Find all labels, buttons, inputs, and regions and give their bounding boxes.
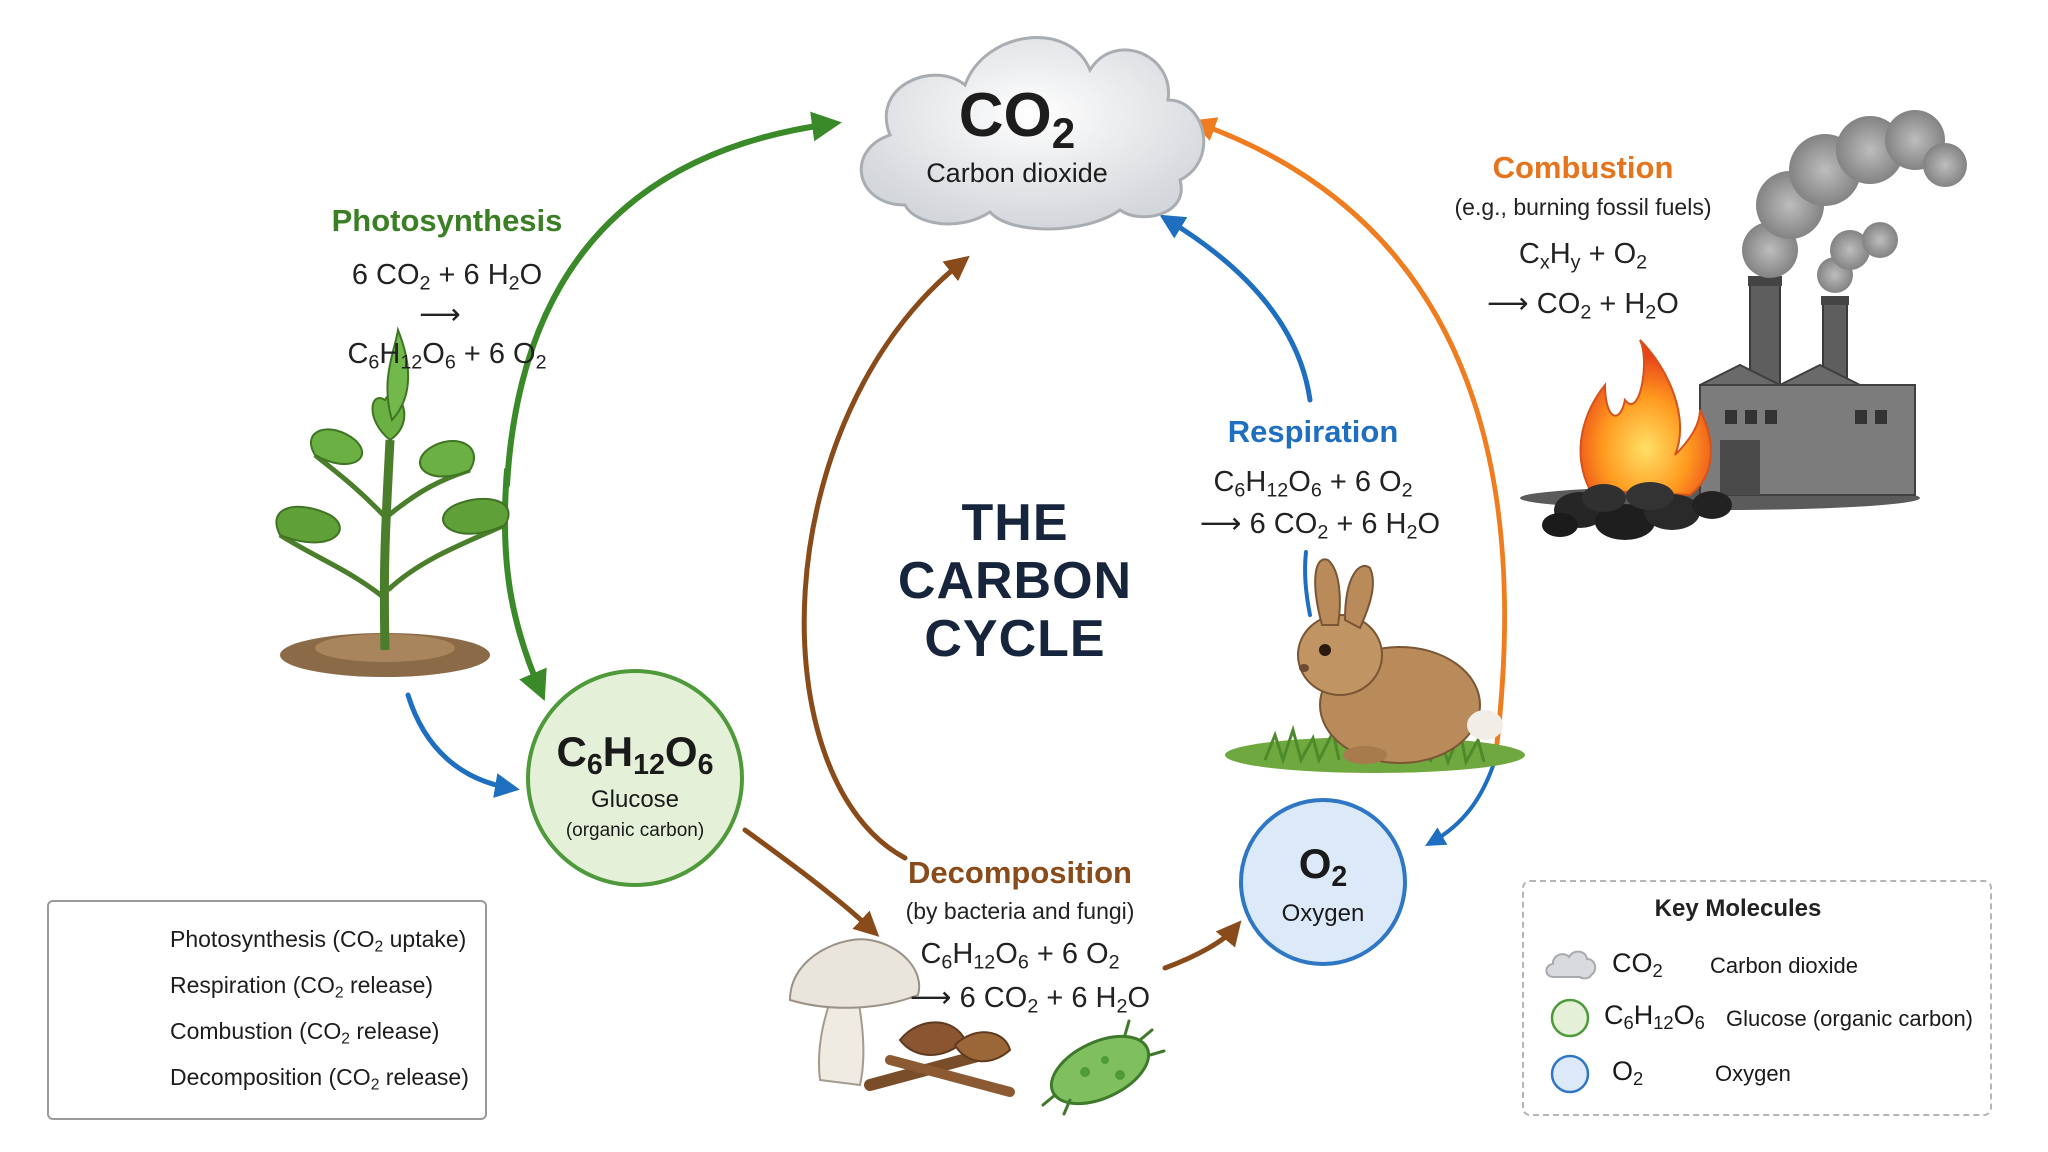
leaves-sticks-illustration <box>864 1021 1015 1097</box>
respiration-title: Respiration <box>1227 414 1399 449</box>
key-molecules-panel <box>1522 880 1992 1116</box>
glucose-to-decomposition-arrow <box>742 827 880 937</box>
plant-illustration <box>275 326 510 677</box>
glucose-formula: C6H12O6 <box>556 728 714 781</box>
key-molecules-title: Key Molecules <box>1654 895 1822 922</box>
respiration-arrow-to-cloud <box>1159 214 1313 403</box>
photosynthesis-arrow-to-glucose <box>501 467 547 702</box>
decomposition-note: (by bacteria and fungi) <box>905 898 1135 924</box>
bacteria-illustration <box>1041 1019 1166 1116</box>
uptake-arrow-to-glucose <box>405 692 520 798</box>
legend-item-decomposition: Decomposition (CO2 release) <box>170 1064 469 1094</box>
photosynthesis-arrow-to-cloud <box>504 111 842 488</box>
cloud-name: Carbon dioxide <box>926 158 1108 188</box>
cloud-formula: CO2 <box>958 81 1076 157</box>
key-co2-name: Carbon dioxide <box>1710 953 1858 978</box>
key-glucose-name: Glucose (organic carbon) <box>1726 1006 1974 1031</box>
decomposition-to-oxygen-arrow <box>1162 920 1242 971</box>
photosynthesis-equation-products: C6H12O6 + 6 O2 <box>347 338 547 374</box>
respiration-equation-reactants: C6H12O6 + 6 O2 <box>1213 466 1413 502</box>
legend <box>47 900 487 1120</box>
green-circle-icon <box>1550 998 1590 1038</box>
decomposition-title: Decomposition <box>908 855 1132 890</box>
co2-cloud <box>859 36 1206 231</box>
key-glucose-formula: C6H12O6 <box>1604 1000 1705 1034</box>
diagram-title: THE CARBON CYCLE <box>897 494 1133 668</box>
photosynthesis-title: Photosynthesis <box>331 203 563 238</box>
combustion-equation-products: ⟶ CO2 + H2O <box>1487 288 1679 324</box>
legend-item-combustion: Combustion (CO2 release) <box>170 1018 440 1048</box>
fire-illustration <box>1542 339 1732 540</box>
decomposition-equation-reactants: C6H12O6 + 6 O2 <box>920 938 1120 974</box>
rabbit-illustration <box>1225 558 1525 773</box>
glucose-name: Glucose <box>590 786 680 813</box>
blue-circle-icon <box>1550 1054 1590 1094</box>
legend-item-photosynthesis: Photosynthesis (CO2 uptake) <box>170 926 467 956</box>
combustion-title: Combustion <box>1492 150 1674 185</box>
cloud-icon <box>1545 950 1597 980</box>
decomposition-arrow-to-cloud <box>801 255 970 861</box>
respiration-arrow-from-rabbit <box>1303 550 1312 617</box>
mushroom-illustration <box>788 938 921 1087</box>
key-co2-formula: CO2 <box>1612 948 1663 982</box>
legend-item-respiration: Respiration (CO2 release) <box>170 972 434 1002</box>
oxygen-formula: O2 <box>1298 840 1348 893</box>
combustion-arrow-to-cloud <box>1190 117 1508 763</box>
oxygen-name: Oxygen <box>1281 900 1365 927</box>
photosynthesis-equation-reactants: 6 CO2 + 6 H2O <box>351 259 543 295</box>
combustion-note: (e.g., burning fossil fuels) <box>1454 194 1712 220</box>
arrow-to-oxygen <box>1425 758 1497 846</box>
key-oxygen-formula: O2 <box>1612 1056 1644 1090</box>
glucose-note: (organic carbon) <box>565 820 705 841</box>
combustion-equation-reactants: CxHy + O2 <box>1518 238 1648 274</box>
decomposition-equation-products: ⟶ 6 CO2 + 6 H2O <box>909 982 1151 1018</box>
oxygen-circle <box>1239 798 1407 966</box>
respiration-equation-products: ⟶ 6 CO2 + 6 H2O <box>1199 508 1441 544</box>
glucose-circle <box>526 669 744 887</box>
photosynthesis-arrow-glyph: ⟶ <box>419 299 461 331</box>
key-oxygen-name: Oxygen <box>1715 1061 1791 1086</box>
